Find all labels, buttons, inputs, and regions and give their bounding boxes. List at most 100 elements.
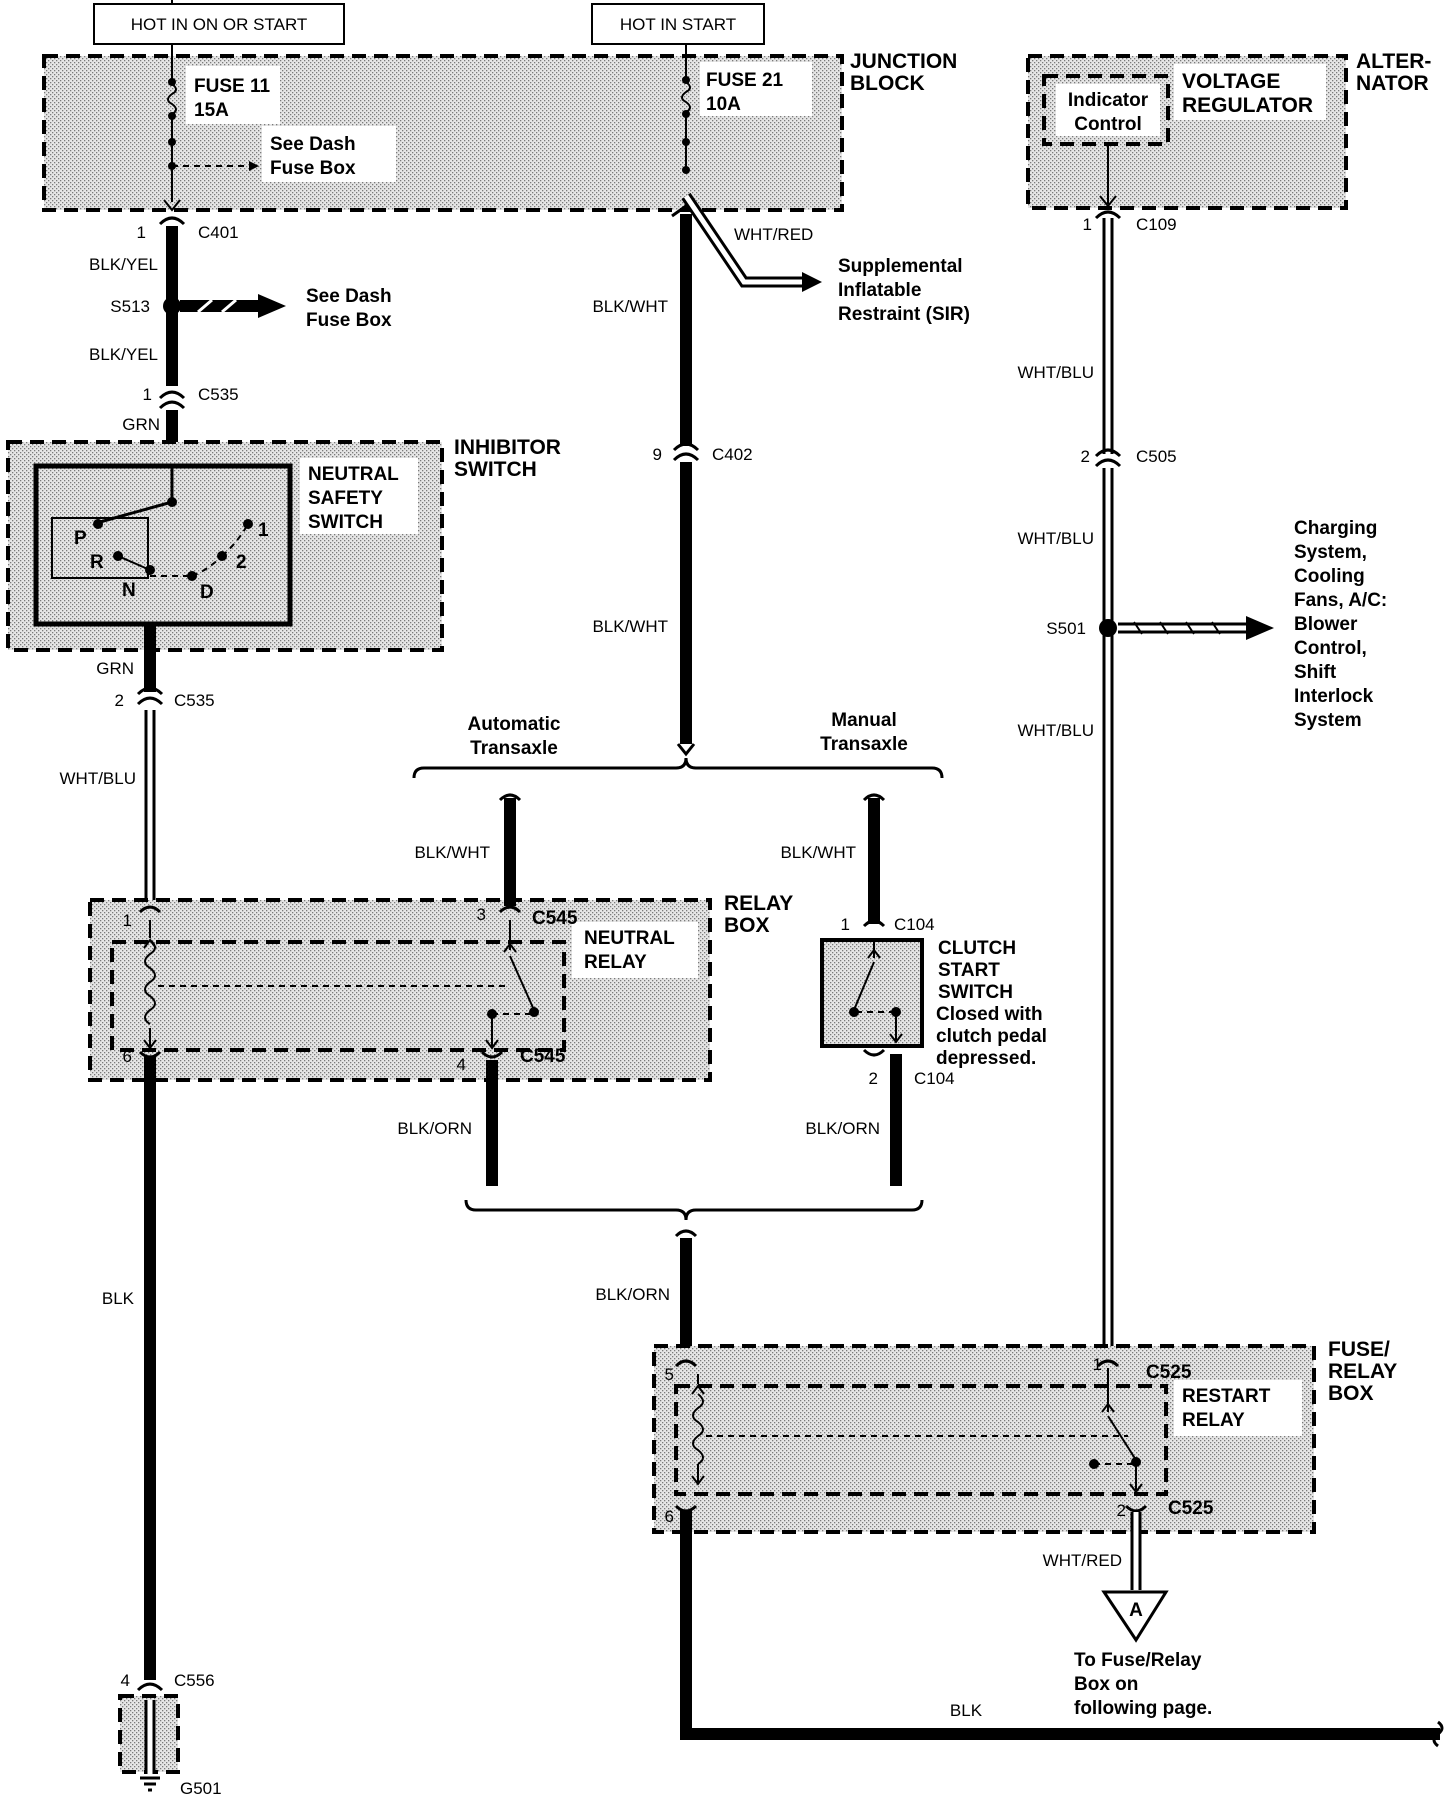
svg-text:Box on: Box on xyxy=(1074,1674,1138,1695)
svg-text:2: 2 xyxy=(1117,1501,1126,1520)
svg-text:6: 6 xyxy=(665,1507,674,1526)
svg-text:depressed.: depressed. xyxy=(936,1048,1036,1069)
svg-text:Control,: Control, xyxy=(1294,638,1367,659)
relay-box: RELAY BOX NEUTRAL RELAY xyxy=(88,890,814,1082)
offpage-label: To Fuse/Relay xyxy=(1074,1650,1202,1671)
svg-text:HOT IN START: HOT IN START xyxy=(620,15,736,34)
svg-text:1: 1 xyxy=(1093,1355,1102,1374)
wire-label-wht-red-sir: WHT/RED xyxy=(734,225,813,244)
manual-transaxle-label: Manual xyxy=(831,710,896,731)
svg-text:Fans, A/C:: Fans, A/C: xyxy=(1294,590,1387,611)
svg-text:SWITCH: SWITCH xyxy=(308,512,383,533)
connector-c535-b: C535 xyxy=(174,691,215,710)
svg-text:GRN: GRN xyxy=(122,415,160,434)
svg-text:System: System xyxy=(1294,710,1362,731)
connector-c556: C556 xyxy=(174,1671,215,1690)
fuse-relay-box: FUSE/ RELAY BOX RESTART RELAY xyxy=(652,1336,1422,1534)
splice-s513: S513 xyxy=(110,297,150,316)
svg-text:REGULATOR: REGULATOR xyxy=(1182,94,1313,117)
svg-text:WHT/BLU: WHT/BLU xyxy=(1018,529,1095,548)
fuse11-label: FUSE 11 xyxy=(194,76,270,97)
power-label-hot-in-start: HOT IN START xyxy=(591,3,765,45)
restart-relay-coil-icon xyxy=(692,1393,704,1465)
wire-label-blk-wht: BLK/WHT xyxy=(592,297,668,316)
svg-text:BOX: BOX xyxy=(724,914,770,937)
s513-arrow-icon xyxy=(258,294,286,318)
s513-see-dash-label: See Dash xyxy=(306,286,392,307)
svg-text:2: 2 xyxy=(1081,447,1090,466)
indicator-control-label: Indicator xyxy=(1068,90,1149,111)
svg-text:WHT/BLU: WHT/BLU xyxy=(60,769,137,788)
splice-s513-icon xyxy=(163,297,181,315)
svg-text:RELAY: RELAY xyxy=(1328,1360,1397,1383)
connector-c104-bottom: C104 xyxy=(914,1069,955,1088)
fuse-relay-box-title: FUSE/ xyxy=(1328,1338,1390,1361)
svg-text:Blower: Blower xyxy=(1294,614,1358,635)
clutch-start-switch-label: CLUTCH xyxy=(938,938,1016,959)
relay-box-title: RELAY xyxy=(724,892,793,915)
svg-text:2: 2 xyxy=(869,1069,878,1088)
svg-text:BLK/ORN: BLK/ORN xyxy=(397,1119,472,1138)
alternator: ALTER- NATOR VOLTAGE REGULATOR Indicator… xyxy=(1026,48,1450,210)
svg-text:System,: System, xyxy=(1294,542,1367,563)
svg-text:NATOR: NATOR xyxy=(1356,72,1429,95)
svg-text:4: 4 xyxy=(457,1055,466,1074)
svg-text:BLK: BLK xyxy=(950,1701,983,1720)
svg-text:BLK/YEL: BLK/YEL xyxy=(89,345,158,364)
svg-text:BLK: BLK xyxy=(102,1289,135,1308)
svg-text:RELAY: RELAY xyxy=(584,952,647,973)
wire-label-wht-blu: WHT/BLU xyxy=(1018,363,1095,382)
neutral-relay-label: NEUTRAL xyxy=(584,928,675,949)
svg-text:1: 1 xyxy=(123,911,132,930)
connector-c109: C109 xyxy=(1136,215,1177,234)
svg-text:SWITCH: SWITCH xyxy=(938,982,1013,1003)
connector-c535-a: C535 xyxy=(198,385,239,404)
connector-c401: C401 xyxy=(198,223,239,242)
svg-text:HOT IN ON OR START: HOT IN ON OR START xyxy=(131,15,308,34)
svg-text:Fuse Box: Fuse Box xyxy=(306,310,392,331)
power-label-hot-on-or-start: HOT IN ON OR START xyxy=(93,3,345,45)
svg-text:P: P xyxy=(74,528,87,549)
svg-text:Fuse Box: Fuse Box xyxy=(270,158,356,179)
connector-c402: C402 xyxy=(712,445,753,464)
sir-label: Supplemental xyxy=(838,256,963,277)
clutch-start-switch: CLUTCH START SWITCH Closed with clutch p… xyxy=(820,938,1047,1069)
svg-text:15A: 15A xyxy=(194,100,229,121)
svg-text:N: N xyxy=(122,580,136,601)
svg-text:BLK/WHT: BLK/WHT xyxy=(592,617,668,636)
svg-text:Charging: Charging xyxy=(1294,518,1377,539)
svg-text:BLK/WHT: BLK/WHT xyxy=(414,843,490,862)
svg-text:5: 5 xyxy=(665,1365,674,1384)
svg-text:Inflatable: Inflatable xyxy=(838,280,921,301)
alternator-title: ALTER- xyxy=(1356,50,1431,73)
svg-text:BLK/WHT: BLK/WHT xyxy=(780,843,856,862)
svg-text:4: 4 xyxy=(121,1671,130,1690)
blk-orn-brace xyxy=(464,1199,924,1221)
svg-text:Restraint (SIR): Restraint (SIR) xyxy=(838,304,970,325)
svg-text:WHT/RED: WHT/RED xyxy=(1043,1551,1122,1570)
automatic-transaxle-label: Automatic xyxy=(468,714,561,735)
svg-text:10A: 10A xyxy=(706,94,741,115)
charging-system-label: Charging System, Cooling Fans, A/C: Blow… xyxy=(1294,518,1387,731)
svg-text:clutch pedal: clutch pedal xyxy=(936,1026,1047,1047)
svg-text:Control: Control xyxy=(1074,114,1142,135)
clutch-note: Closed with xyxy=(936,1004,1043,1025)
ground-g501: G501 xyxy=(118,1694,222,1796)
svg-text:1: 1 xyxy=(841,915,850,934)
svg-text:START: START xyxy=(938,960,1000,981)
svg-text:Cooling: Cooling xyxy=(1294,566,1365,587)
connector-c104-top: C104 xyxy=(894,915,935,934)
svg-text:1: 1 xyxy=(143,385,152,404)
svg-text:2: 2 xyxy=(236,552,247,573)
svg-text:1: 1 xyxy=(258,520,269,541)
s501-arrow-icon xyxy=(1246,616,1274,640)
svg-text:BOX: BOX xyxy=(1328,1382,1374,1405)
junction-block: JUNCTION BLOCK FUSE 11 15A FUSE 21 10A S… xyxy=(42,48,984,212)
connector-c525-bottom: C525 xyxy=(1168,1498,1214,1519)
sir-arrow-icon xyxy=(802,272,822,292)
svg-text:2: 2 xyxy=(115,691,124,710)
wire-break-icon xyxy=(1432,1720,1444,1748)
svg-text:Shift: Shift xyxy=(1294,662,1337,683)
svg-text:6: 6 xyxy=(123,1047,132,1066)
